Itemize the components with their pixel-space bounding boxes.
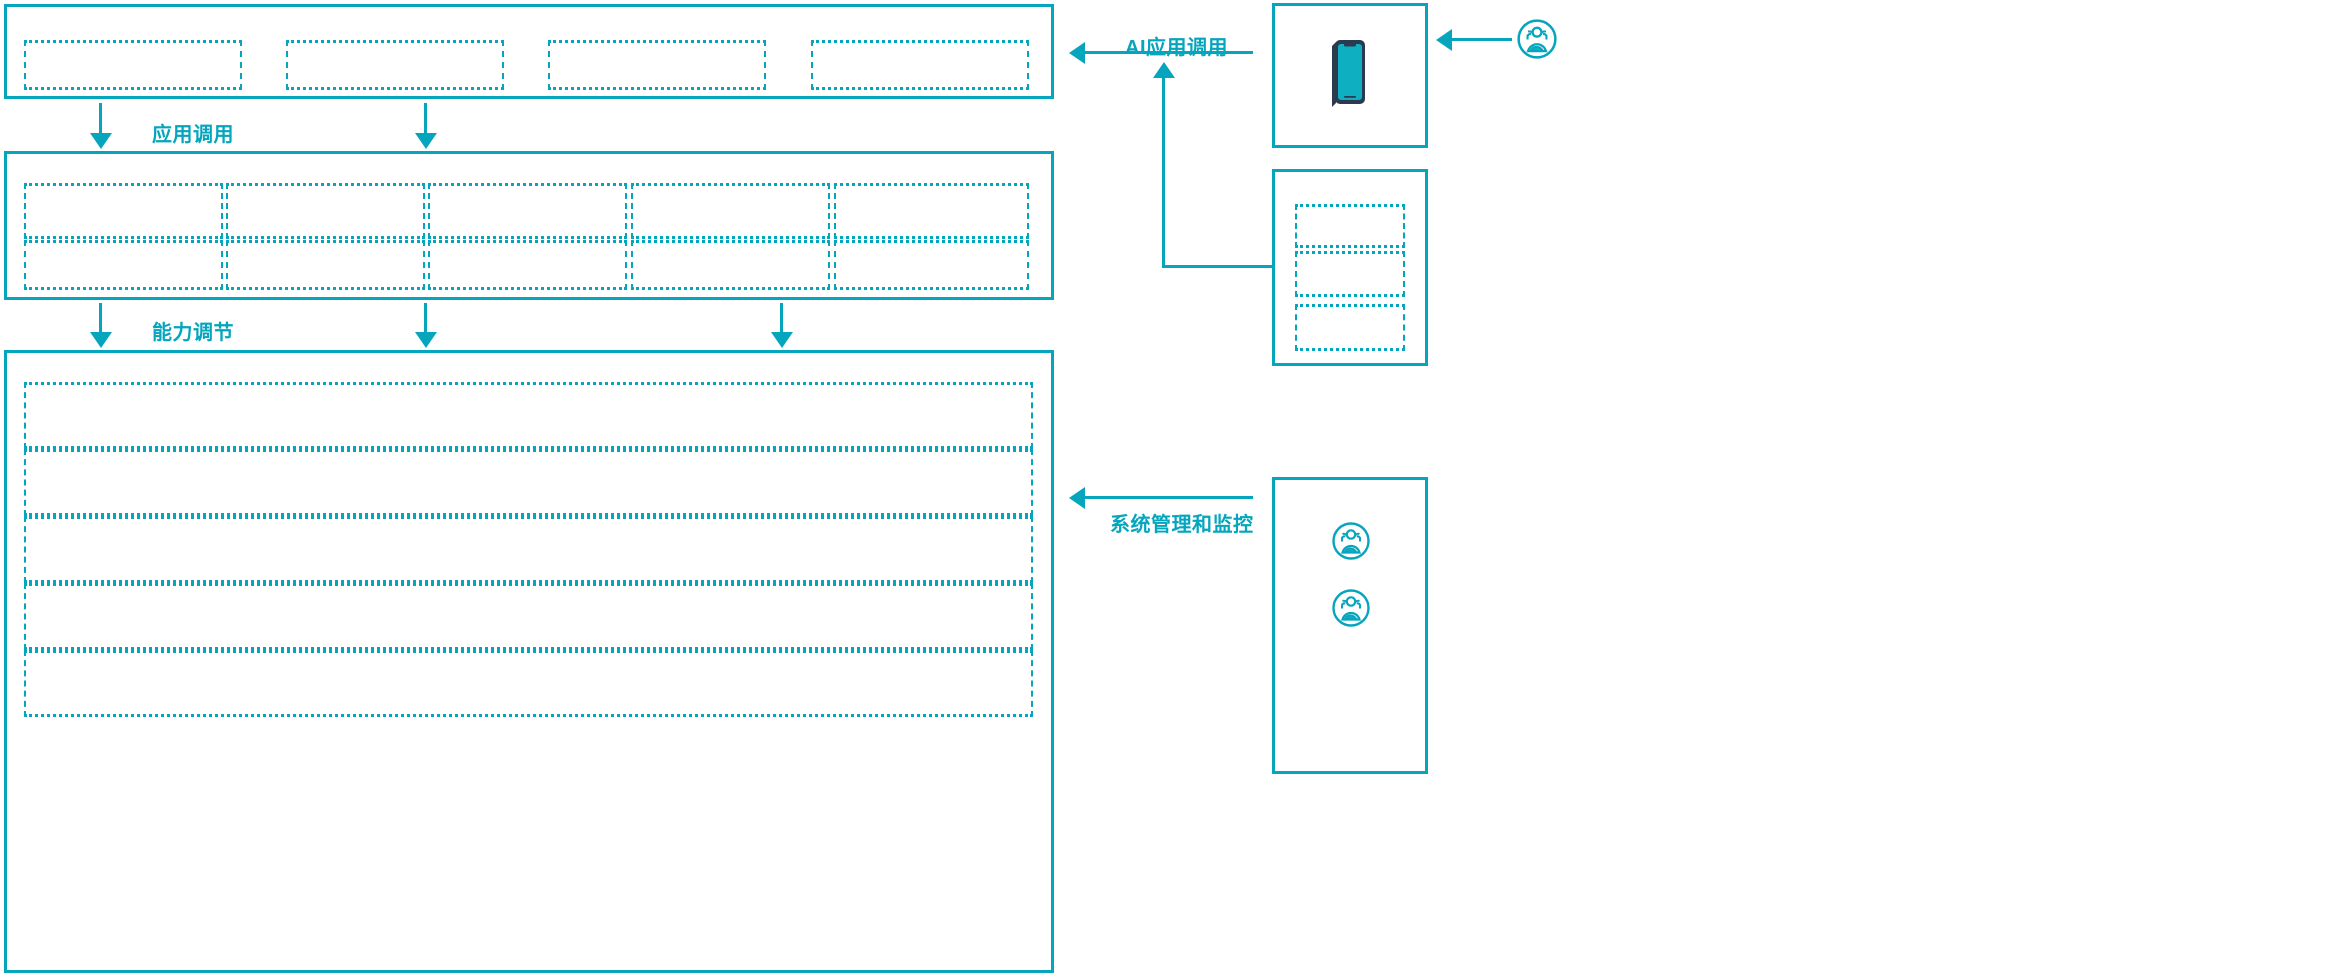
users-group-icon-ops-2 xyxy=(1331,588,1371,628)
infrastructure-row-3[interactable] xyxy=(24,516,1033,583)
ai-app-invoke-riser-foot xyxy=(1162,265,1272,268)
system-manage-monitor-arrow-line xyxy=(1083,496,1253,499)
capability-adjust-arrow-line-1 xyxy=(99,303,102,337)
infrastructure-row-1[interactable] xyxy=(24,382,1033,449)
external-user-arrow-head xyxy=(1436,29,1452,51)
app-invoke-label: 应用调用 xyxy=(152,124,234,146)
module-stack-box-1[interactable] xyxy=(1295,204,1405,248)
capability-box-6[interactable] xyxy=(24,240,223,290)
capability-box-3[interactable] xyxy=(428,183,627,239)
external-user-arrow-line xyxy=(1450,38,1512,41)
capability-adjust-arrow-head-3 xyxy=(771,332,793,348)
ai-app-invoke-arrow-line xyxy=(1083,51,1253,54)
capability-box-5[interactable] xyxy=(834,183,1029,239)
application-box-2[interactable] xyxy=(286,40,504,90)
module-stack-box-3[interactable] xyxy=(1295,304,1405,351)
system-manage-monitor-arrow-head xyxy=(1069,487,1085,509)
capability-box-4[interactable] xyxy=(631,183,830,239)
capability-adjust-arrow-line-2 xyxy=(424,303,427,337)
ai-app-invoke-riser-head xyxy=(1153,62,1175,78)
users-group-icon-ops-1 xyxy=(1331,521,1371,561)
app-invoke-arrow-head-2 xyxy=(415,133,437,149)
smartphone-icon xyxy=(1324,30,1376,110)
external-user-icon xyxy=(1516,18,1558,60)
ai-app-invoke-label: AI应用调用 xyxy=(1125,37,1228,59)
module-stack-box-2[interactable] xyxy=(1295,251,1405,297)
app-invoke-arrow-head-1 xyxy=(90,133,112,149)
ai-app-invoke-riser-line xyxy=(1162,67,1165,267)
capability-box-8[interactable] xyxy=(428,240,627,290)
application-box-4[interactable] xyxy=(811,40,1029,90)
capability-box-9[interactable] xyxy=(631,240,830,290)
capability-adjust-arrow-head-1 xyxy=(90,332,112,348)
app-invoke-arrow-line-1 xyxy=(99,103,102,138)
application-box-1[interactable] xyxy=(24,40,242,90)
capability-box-10[interactable] xyxy=(834,240,1029,290)
capability-adjust-arrow-line-3 xyxy=(780,303,783,337)
system-manage-monitor-label: 系统管理和监控 xyxy=(1110,514,1254,536)
capability-box-2[interactable] xyxy=(226,183,425,239)
ai-app-invoke-arrow-head xyxy=(1069,42,1085,64)
capability-box-7[interactable] xyxy=(226,240,425,290)
capability-adjust-arrow-head-2 xyxy=(415,332,437,348)
infrastructure-row-4[interactable] xyxy=(24,583,1033,650)
capability-adjust-label: 能力调节 xyxy=(152,322,234,344)
infrastructure-row-2[interactable] xyxy=(24,449,1033,516)
app-invoke-arrow-line-2 xyxy=(424,103,427,138)
application-box-3[interactable] xyxy=(548,40,766,90)
infrastructure-row-5[interactable] xyxy=(24,650,1033,717)
capability-box-1[interactable] xyxy=(24,183,223,239)
